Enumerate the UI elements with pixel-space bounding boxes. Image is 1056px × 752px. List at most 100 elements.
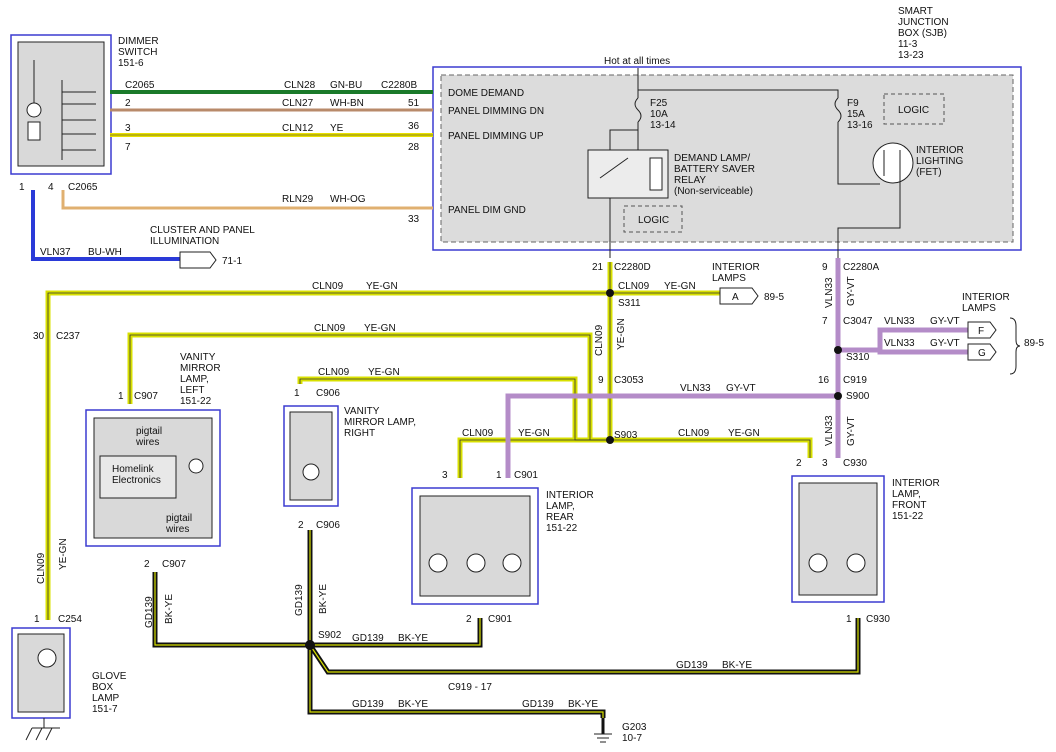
wire-vln33-g-circuit: VLN33 xyxy=(884,338,915,349)
sjb-box xyxy=(432,66,1022,251)
wire-vln33-g-color: GY-VT xyxy=(930,338,960,349)
sjb-label: SMART JUNCTION BOX (SJB) 11-3 13-23 xyxy=(898,6,951,61)
pin-7-top: 7 xyxy=(125,142,131,153)
pin-2-c901: 2 xyxy=(466,614,472,625)
pigtail-bottom-label: pigtail wires xyxy=(165,513,195,535)
wire-cln12-color: YE xyxy=(330,123,344,134)
connector-c907-bottom: C907 xyxy=(162,559,186,570)
fet-symbol xyxy=(872,142,914,184)
ref-89-5-fg: 89-5 xyxy=(1024,338,1044,349)
wire-vln33-network xyxy=(505,258,968,478)
pin-16-c919: 16 xyxy=(818,375,830,386)
wire-cln27-color: WH-BN xyxy=(330,98,364,109)
fuse-f25-label: F25 10A 13-14 xyxy=(650,98,676,131)
vanity-right-box xyxy=(283,405,339,507)
c919-17-label: C919 - 17 xyxy=(448,682,492,693)
wire-cln28-circuit: CLN28 xyxy=(284,80,316,91)
wire-cln09-top-color: YE-GN xyxy=(366,281,398,292)
connector-c2065-bottom: C2065 xyxy=(68,182,98,193)
pin-2-c907: 2 xyxy=(144,559,150,570)
wire-vln33-low-circuit: VLN33 xyxy=(824,415,835,446)
wire-gd139-front-color: BK-YE xyxy=(722,660,752,671)
splice-s902 xyxy=(305,640,315,650)
ref-71-1: 71-1 xyxy=(222,256,242,267)
wire-cln09-vr-color: YE-GN xyxy=(368,367,400,378)
splice-s900 xyxy=(834,392,842,400)
connector-c930-bottom: C930 xyxy=(866,614,890,625)
wire-cln09-left-color: YE-GN xyxy=(58,538,69,570)
pin-3-top: 3 xyxy=(125,123,131,134)
interior-lighting-label: INTERIOR LIGHTING (FET) xyxy=(916,145,967,178)
interior-rear-label: INTERIOR LAMP, REAR 151-22 xyxy=(546,490,597,534)
ref-flag-f xyxy=(967,321,997,339)
wire-cln12-circuit: CLN12 xyxy=(282,123,314,134)
fuse-f25-symbol xyxy=(634,97,642,123)
wire-gd139-right-circuit: GD139 xyxy=(352,633,384,644)
wire-rln29-color: WH-OG xyxy=(330,194,366,205)
wire-gd139-mid-circuit: GD139 xyxy=(294,584,305,616)
vanity-right-label: VANITY MIRROR LAMP, RIGHT xyxy=(344,406,419,439)
fuse-f9-symbol xyxy=(834,97,842,123)
pin-1-c906: 1 xyxy=(294,388,300,399)
cluster-illumination-label: CLUSTER AND PANEL ILLUMINATION xyxy=(150,225,257,247)
logic-label-fet: LOGIC xyxy=(898,105,929,116)
splice-s311-label: S311 xyxy=(618,298,641,309)
wire-vln33-horiz-color: GY-VT xyxy=(726,383,756,394)
pin-4-dimmer: 4 xyxy=(48,182,54,193)
fuse-f9-label: F9 15A 13-16 xyxy=(847,98,873,131)
wire-vln33-vert-circuit: VLN33 xyxy=(824,277,835,308)
pin-1-c930: 1 xyxy=(846,614,852,625)
relay-coil xyxy=(649,157,663,191)
pin-1-c901: 1 xyxy=(496,470,502,481)
connector-c906-bottom: C906 xyxy=(316,520,340,531)
wire-cln09-vr-circuit: CLN09 xyxy=(318,367,350,378)
wire-gd139-gnd-left-circuit: GD139 xyxy=(352,699,384,710)
interior-front-label: INTERIOR LAMP, FRONT 151-22 xyxy=(892,478,943,522)
wire-cln09-front-color: YE-GN xyxy=(728,428,760,439)
connector-c906-top: C906 xyxy=(316,388,340,399)
wire-gd139-left-circuit: GD139 xyxy=(144,596,155,628)
pin-28: 28 xyxy=(408,142,420,153)
ref-flag-a xyxy=(719,287,759,305)
hot-at-all-times-label: Hot at all times xyxy=(604,56,670,67)
wire-gd139-front-circuit: GD139 xyxy=(676,660,708,671)
wire-vln37 xyxy=(31,190,180,261)
pin-2-c930: 2 xyxy=(796,458,802,469)
connector-c907-top: C907 xyxy=(134,391,158,402)
wire-cln09-a-color: YE-GN xyxy=(664,281,696,292)
logic-box-fet xyxy=(883,93,945,125)
pin-21: 21 xyxy=(592,262,604,273)
interior-rear-box xyxy=(411,487,539,605)
connector-c3047: C3047 xyxy=(843,316,873,327)
ref-89-5-a: 89-5 xyxy=(764,292,784,303)
pin-1-c254: 1 xyxy=(34,614,40,625)
pin-51: 51 xyxy=(408,98,420,109)
wire-cln09-vert-color: YE-GN xyxy=(616,318,627,350)
pin-2-c906: 2 xyxy=(298,520,304,531)
wire-cln09-left-circuit: CLN09 xyxy=(36,552,47,584)
brace-fg xyxy=(1009,317,1021,375)
panel-dimming-dn-label: PANEL DIMMING DN xyxy=(448,106,544,117)
dome-demand-label: DOME DEMAND xyxy=(448,88,524,99)
vanity-left-label: VANITY MIRROR LAMP, LEFT 151-22 xyxy=(180,352,223,407)
ref-flag-g xyxy=(967,343,997,361)
wire-gd139-left-color: BK-YE xyxy=(164,594,175,624)
homelink-box xyxy=(99,455,177,499)
connector-c901-bottom: C901 xyxy=(488,614,512,625)
ref-flag-f-text: F xyxy=(978,326,984,337)
wire-vln33-horiz-circuit: VLN33 xyxy=(680,383,711,394)
splice-s310 xyxy=(834,346,842,354)
splice-s903-label: S903 xyxy=(614,430,638,441)
connector-c3053: C3053 xyxy=(614,375,644,386)
pin-30-c237: 30 xyxy=(33,331,45,342)
wire-gd139-gnd-right-circuit: GD139 xyxy=(522,699,554,710)
ground-g203-label: G203 10-7 xyxy=(622,722,649,744)
ground-symbol-glove xyxy=(25,718,60,741)
wire-vln37-color: BU-WH xyxy=(88,247,122,258)
wire-cln09-vl-circuit: CLN09 xyxy=(314,323,346,334)
connector-c237: C237 xyxy=(56,331,80,342)
panel-dimming-up-label: PANEL DIMMING UP xyxy=(448,131,544,142)
pin-36: 36 xyxy=(408,121,420,132)
connector-c2280b: C2280B xyxy=(381,80,417,91)
